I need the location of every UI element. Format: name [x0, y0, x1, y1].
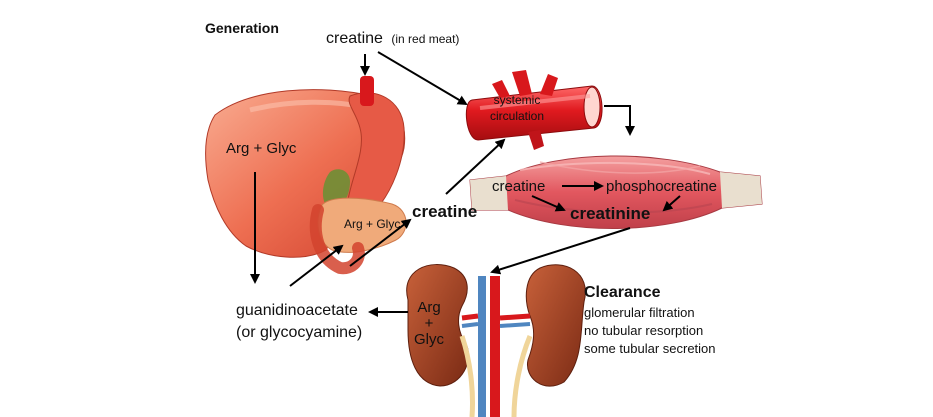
- kidney-arg-glyc-label: Arg + Glyc: [414, 300, 444, 348]
- arrow-creatinine-to-kidney: [490, 227, 631, 275]
- creatinine-label: creatinine: [570, 204, 651, 223]
- guanidinoacetate-line2: (or glycocyamine): [236, 324, 363, 341]
- kidney-illustration: [406, 264, 586, 417]
- phosphocreatine-label: phosphocreatine: [606, 178, 717, 195]
- red-meat-note: (in red meat): [391, 32, 460, 46]
- clearance-item-some-tubular-secretion: some tubular secretion: [584, 341, 716, 356]
- kidney-plus-line: +: [424, 315, 434, 332]
- arrow-guanidinoacetate-to-pancreas: [289, 244, 344, 287]
- systemic-circulation-line1: systemic: [493, 93, 541, 107]
- pancreas-arg-glyc-label: Arg + Glyc: [344, 217, 401, 231]
- clearance-item-glomerular-filtration: glomerular filtration: [584, 305, 695, 320]
- generation-heading: Generation: [205, 20, 279, 36]
- guanidinoacetate-line1: guanidinoacetate: [236, 302, 358, 319]
- creatine-center-label: creatine: [412, 202, 478, 221]
- arrow-phosphocreatine-to-creatinine: [662, 195, 681, 212]
- liver-arg-glyc-label: Arg + Glyc: [226, 140, 297, 157]
- clearance-item-no-tubular-resorption: no tubular resorption: [584, 323, 704, 338]
- arrow-creatine-to-creatinine: [531, 195, 566, 212]
- systemic-circulation-label: systemic circulation: [490, 92, 544, 124]
- muscle-creatine-label: creatine: [492, 178, 546, 195]
- arrow-creatine-to-circulation-lower: [445, 138, 506, 195]
- clearance-list: glomerular filtration no tubular resorpt…: [584, 304, 716, 358]
- kidney-arg-line: Arg: [417, 299, 441, 316]
- dietary-creatine-label: creatine (in red meat): [326, 30, 459, 48]
- arrow-circulation-to-muscle: [604, 105, 635, 136]
- guanidinoacetate-label: guanidinoacetate (or glycocyamine): [236, 300, 362, 344]
- arrow-creatine-to-circulation: [377, 51, 468, 106]
- kidney-glyc-line: Glyc: [414, 331, 444, 348]
- muscle-illustration: [469, 155, 763, 229]
- clearance-heading: Clearance: [584, 284, 661, 301]
- creatine-top-text: creatine: [326, 30, 383, 47]
- blood-vessel-illustration: [465, 70, 603, 150]
- pathway-arrows: [250, 51, 681, 317]
- arrow-pancreas-to-creatine: [349, 218, 412, 267]
- liver-illustration: [205, 76, 407, 275]
- systemic-circulation-line2: circulation: [490, 109, 545, 123]
